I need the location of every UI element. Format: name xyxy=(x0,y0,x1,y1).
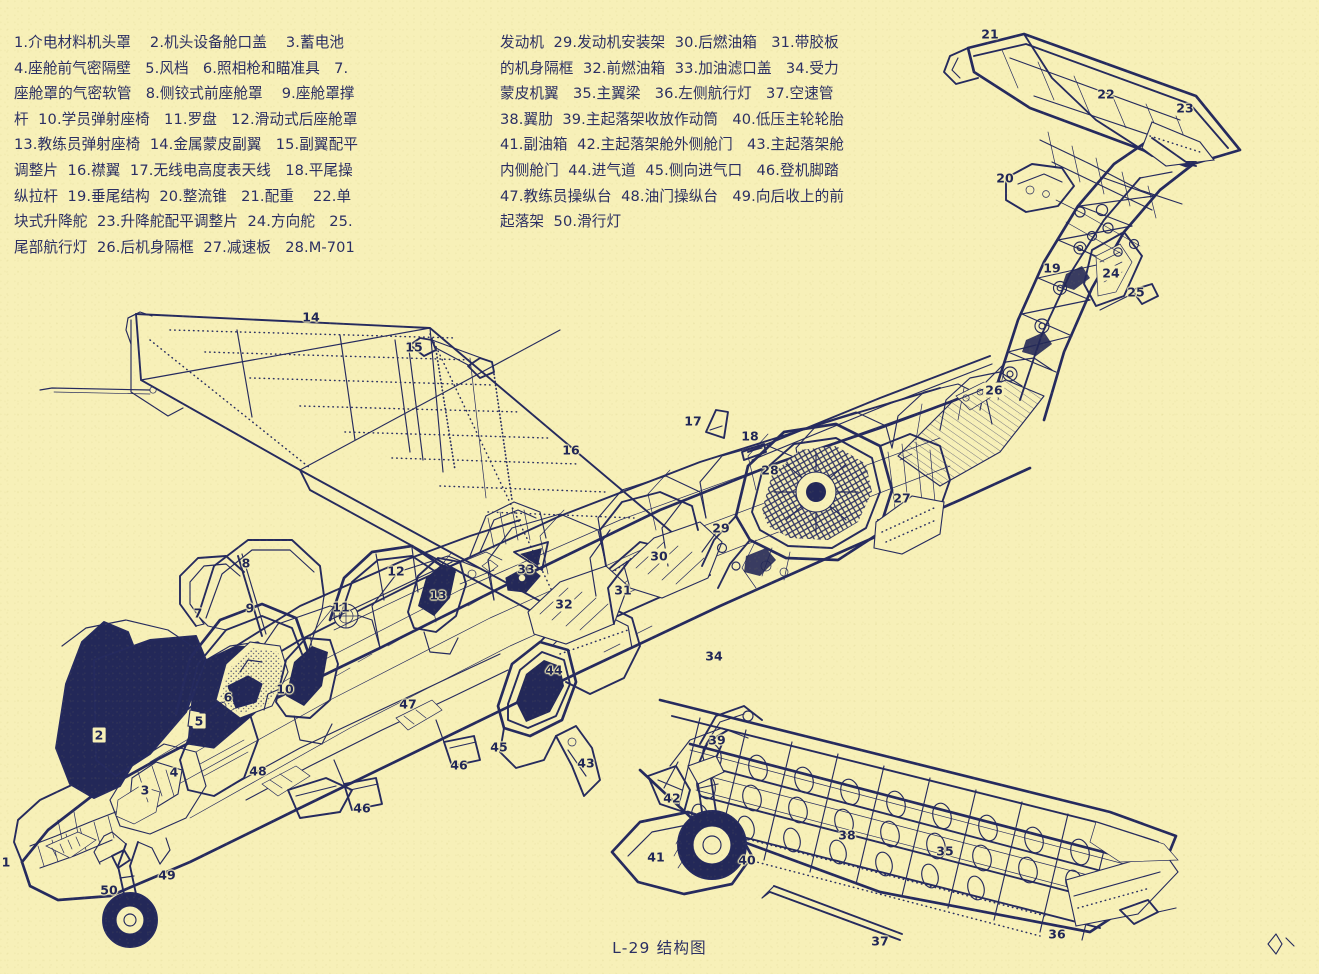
callout-number-7: 7 xyxy=(193,605,203,621)
callout-number-34: 34 xyxy=(705,648,723,664)
callout-number-2: 2 xyxy=(92,727,106,743)
callout-number-1: 1 xyxy=(1,854,11,870)
callout-number-3: 3 xyxy=(138,782,152,798)
callout-number-23: 23 xyxy=(1176,100,1194,116)
airbrake-panel xyxy=(873,495,945,555)
callout-number-18: 18 xyxy=(741,428,759,444)
callout-number-42: 42 xyxy=(663,790,681,806)
callout-number-27: 27 xyxy=(893,490,911,506)
callout-number-30: 30 xyxy=(648,548,670,564)
callout-number-37: 37 xyxy=(871,933,889,949)
callout-number-17: 17 xyxy=(684,413,702,429)
callout-number-40: 40 xyxy=(738,852,756,868)
callout-number-11: 11 xyxy=(332,599,350,615)
callout-number-49: 49 xyxy=(158,867,176,883)
callout-number-33: 33 xyxy=(517,561,535,577)
callout-number-36: 36 xyxy=(1048,926,1066,942)
callout-number-45: 45 xyxy=(490,739,508,755)
engine-section xyxy=(701,422,951,589)
callout-number-46: 46 xyxy=(353,800,371,816)
left-wing xyxy=(39,311,711,636)
callout-number-9: 9 xyxy=(245,600,255,616)
callout-number-16: 16 xyxy=(562,442,580,458)
cockpit-consoles xyxy=(237,653,509,811)
ventral-fairing xyxy=(287,777,353,819)
callout-number-5: 5 xyxy=(192,713,206,729)
callout-number-24: 24 xyxy=(1100,265,1122,281)
callout-number-29: 29 xyxy=(712,520,730,536)
callout-number-39: 39 xyxy=(708,732,726,748)
legend-left-column: 1.介电材料机头罩 2.机头设备舱口盖 3.蓄电池 4.座舱前气密隔壁 5.风档… xyxy=(14,34,359,256)
callout-number-26: 26 xyxy=(983,382,1005,398)
callout-number-31: 31 xyxy=(614,582,632,598)
callout-number-25: 25 xyxy=(1127,284,1145,300)
callout-number-46: 46 xyxy=(450,757,468,773)
antenna-and-pushrod xyxy=(705,355,993,461)
rear-cockpit xyxy=(328,501,547,655)
callout-number-43: 43 xyxy=(577,755,595,771)
callout-number-28: 28 xyxy=(761,462,779,478)
callout-number-6: 6 xyxy=(223,689,233,705)
callout-number-38: 38 xyxy=(838,827,856,843)
callout-number-10: 10 xyxy=(276,681,294,697)
callout-number-44: 44 xyxy=(545,662,563,678)
callout-number-14: 14 xyxy=(302,309,320,325)
callout-number-15: 15 xyxy=(405,339,423,355)
main-gear-doors xyxy=(555,725,691,813)
callout-number-13: 13 xyxy=(429,587,447,603)
nose-section xyxy=(13,769,127,869)
callout-number-48: 48 xyxy=(249,763,267,779)
callout-number-32: 32 xyxy=(553,596,575,612)
callout-number-22: 22 xyxy=(1097,86,1115,102)
legend-right-column: 发动机 29.发动机安装架 30.后燃油箱 31.带胶板 的机身隔框 32.前燃… xyxy=(500,34,845,231)
main-landing-gear xyxy=(610,705,763,896)
artist-mark xyxy=(1267,933,1295,955)
horizontal-tail xyxy=(943,32,1242,263)
callout-number-4: 4 xyxy=(169,764,179,780)
canopy-seal-hose xyxy=(179,555,245,627)
nose-landing-gear xyxy=(93,831,171,948)
nose-internals xyxy=(109,699,259,835)
callout-number-41: 41 xyxy=(647,849,665,865)
callout-number-50: 50 xyxy=(100,882,118,898)
callout-number-12: 12 xyxy=(387,563,405,579)
callout-number-8: 8 xyxy=(241,555,251,571)
callout-number-35: 35 xyxy=(936,843,954,859)
callout-number-21: 21 xyxy=(981,26,999,42)
callout-number-19: 19 xyxy=(1043,260,1061,276)
figure-caption: L-29 结构图 xyxy=(612,939,707,957)
callout-number-20: 20 xyxy=(996,170,1014,186)
side-air-intake xyxy=(496,603,641,769)
callout-number-47: 47 xyxy=(399,696,417,712)
